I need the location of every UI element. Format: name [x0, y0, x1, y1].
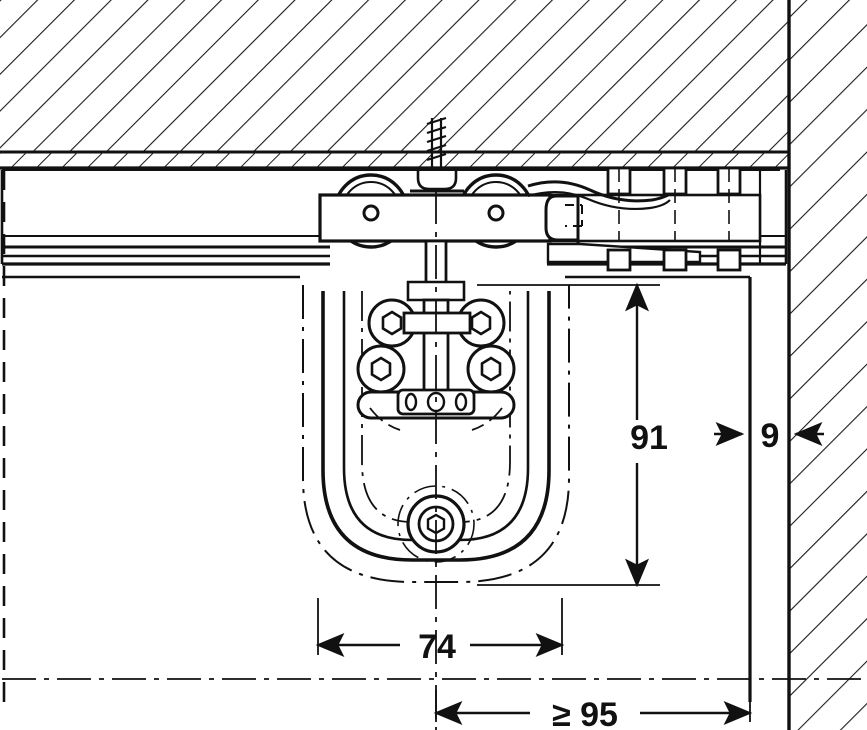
hex-socket-bolt-upper-right — [456, 298, 506, 348]
dimension-label-91: 91 — [630, 419, 668, 457]
dimension-label-95: ≥ 95 — [552, 696, 618, 730]
dimension-gap-9: 9 — [714, 417, 824, 455]
dimension-height-91: 91 — [477, 282, 668, 588]
track-fastener-2 — [662, 166, 688, 272]
upper-bolt-link-bar — [402, 311, 472, 335]
clamp-hole-right — [454, 392, 468, 412]
hex-socket-bolt-upper-left — [367, 298, 417, 348]
door-leaf — [2, 170, 752, 706]
dimension-min-95: ≥ 95 — [433, 690, 753, 730]
track-fastener-3 — [716, 166, 742, 272]
hex-socket-bolt-lower-right — [466, 344, 516, 394]
dimension-width-74: 74 — [315, 598, 565, 666]
dimension-label-9: 9 — [761, 417, 780, 455]
ceiling-finish-band — [0, 152, 790, 170]
wall-structure — [787, 0, 867, 730]
carriage-hole-right — [487, 204, 505, 222]
roller-carriage — [318, 193, 762, 243]
track-fastener-1 — [606, 166, 632, 272]
dimension-label-74: 74 — [418, 628, 456, 666]
clamp-hole-left — [404, 392, 418, 412]
carriage-hole-left — [362, 204, 380, 222]
hex-socket-bolt-lower-left — [356, 344, 406, 394]
ceiling-structure — [0, 0, 790, 154]
